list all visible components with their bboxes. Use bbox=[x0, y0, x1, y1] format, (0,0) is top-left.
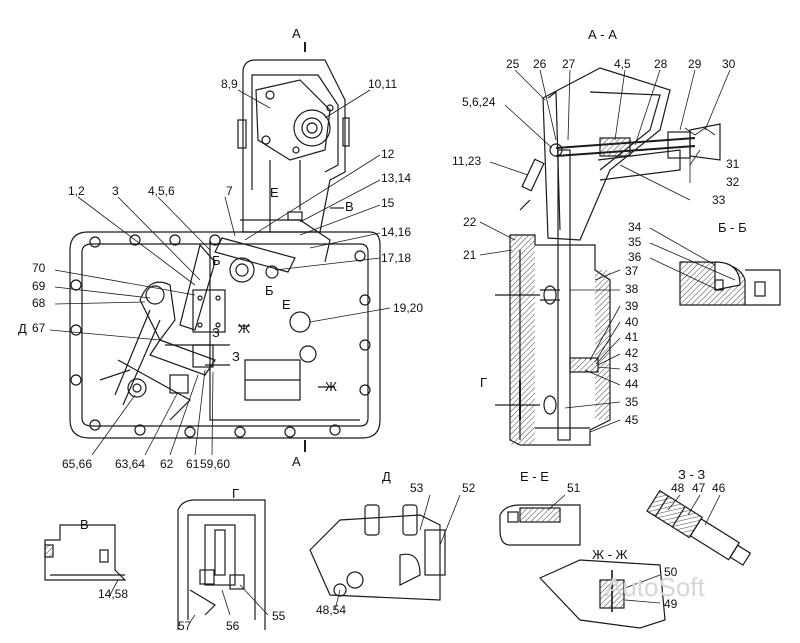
callout-label: 69 bbox=[32, 279, 46, 293]
callout-label: 14,16 bbox=[381, 225, 412, 239]
callout-label: 10,11 bbox=[368, 77, 398, 91]
callout-label: 26 bbox=[533, 57, 547, 71]
callout-label: 53 bbox=[410, 481, 424, 495]
view-title: В bbox=[80, 517, 89, 532]
section-a-a bbox=[495, 67, 721, 446]
callout-label: 52 bbox=[462, 481, 476, 495]
callout-label: 45 bbox=[625, 413, 639, 427]
view-title: З - З bbox=[678, 467, 706, 482]
callout-label: 25 bbox=[506, 57, 520, 71]
callout-label: 46 bbox=[712, 481, 726, 495]
section-mark: В bbox=[345, 199, 354, 214]
callout-label: 49 bbox=[664, 597, 678, 611]
callout-label: 63,64 bbox=[115, 457, 146, 471]
section-mark: Б bbox=[265, 283, 274, 298]
callout-label: 8,9 bbox=[221, 77, 238, 91]
section-mark: Е bbox=[270, 185, 279, 200]
section-mark: Ж bbox=[325, 379, 338, 394]
callout-label: 42 bbox=[625, 346, 639, 360]
callout-label: 55 bbox=[272, 609, 286, 623]
callout-label: 38 bbox=[625, 282, 639, 296]
callout-label: 17,18 bbox=[381, 251, 412, 265]
callout-label: 36 bbox=[628, 250, 642, 264]
callout-label: 56 bbox=[226, 619, 240, 633]
section-zh-zh bbox=[538, 559, 666, 629]
main-view-leaders bbox=[49, 89, 391, 456]
callout-label: 1,2 bbox=[68, 184, 85, 198]
section-mark: Г bbox=[480, 375, 488, 390]
callout-label: 67 bbox=[32, 321, 46, 335]
callout-label: 4,5,6 bbox=[148, 184, 175, 198]
section-mark: Ж bbox=[238, 321, 251, 336]
section-b-b bbox=[649, 227, 781, 306]
callout-label: 3 bbox=[112, 184, 119, 198]
view-title: Ж - Ж bbox=[592, 547, 628, 562]
callout-label: 32 bbox=[726, 175, 740, 189]
callout-label: 11,23 bbox=[452, 154, 482, 168]
callout-label: 44 bbox=[625, 377, 639, 391]
callout-label: 19,20 bbox=[393, 301, 424, 315]
callout-label: 35 bbox=[628, 235, 642, 249]
callout-label: 61 bbox=[186, 457, 200, 471]
callout-label: 47 bbox=[692, 481, 706, 495]
section-mark: Е bbox=[282, 297, 291, 312]
view-g bbox=[177, 499, 269, 630]
callout-label: 7 bbox=[226, 184, 233, 198]
section-a-a-leaders bbox=[479, 69, 731, 433]
view-title: А - А bbox=[588, 27, 617, 42]
section-z-z bbox=[646, 489, 752, 566]
callout-label: 48 bbox=[671, 481, 685, 495]
section-mark: З bbox=[212, 325, 220, 340]
callout-label: 27 bbox=[562, 57, 576, 71]
watermark: AutoSoft bbox=[605, 572, 705, 602]
section-mark: А bbox=[292, 26, 301, 41]
view-d bbox=[309, 494, 461, 611]
callout-label: 14,58 bbox=[98, 587, 129, 601]
main-housing-view bbox=[69, 42, 381, 452]
callout-label: 5,6,24 bbox=[462, 95, 496, 109]
callout-label: 68 bbox=[32, 296, 46, 310]
callout-label: 35 bbox=[625, 395, 639, 409]
callout-label: 50 bbox=[664, 565, 678, 579]
callout-label: 43 bbox=[625, 361, 639, 375]
callout-label: 57 bbox=[178, 619, 192, 633]
section-e-e bbox=[499, 494, 581, 546]
section-mark: А bbox=[292, 454, 301, 469]
callout-label: 30 bbox=[722, 57, 736, 71]
callout-label: 12 bbox=[381, 147, 395, 161]
view-title: Д bbox=[382, 469, 391, 484]
callout-label: 37 bbox=[625, 264, 639, 278]
callout-label: 39 bbox=[625, 299, 639, 313]
callout-label: 28 bbox=[654, 57, 668, 71]
callout-label: 4,5 bbox=[614, 57, 631, 71]
callout-label: 15 bbox=[381, 196, 395, 210]
callout-label: 40 bbox=[625, 315, 639, 329]
callout-label: 48,54 bbox=[316, 603, 347, 617]
view-title: Г bbox=[232, 486, 240, 501]
callout-label: 21 bbox=[463, 248, 477, 262]
section-mark: Д bbox=[18, 321, 27, 336]
view-v bbox=[44, 524, 127, 596]
callout-label: 51 bbox=[567, 481, 581, 495]
callout-label: 31 bbox=[726, 157, 740, 171]
view-title: Е - Е bbox=[520, 469, 549, 484]
callout-label: 33 bbox=[712, 193, 726, 207]
callout-label: 13,14 bbox=[381, 171, 412, 185]
view-title: Б - Б bbox=[718, 220, 747, 235]
callout-label: 65,66 bbox=[62, 457, 93, 471]
section-mark: З bbox=[232, 349, 240, 364]
callout-label: 59,60 bbox=[200, 457, 231, 471]
callout-label: 34 bbox=[628, 220, 642, 234]
callout-label: 22 bbox=[463, 215, 477, 229]
callout-label: 62 bbox=[160, 457, 174, 471]
section-mark: Б bbox=[212, 253, 221, 268]
callout-label: 70 bbox=[32, 261, 46, 275]
callout-label: 41 bbox=[625, 330, 639, 344]
callout-label: 29 bbox=[688, 57, 702, 71]
